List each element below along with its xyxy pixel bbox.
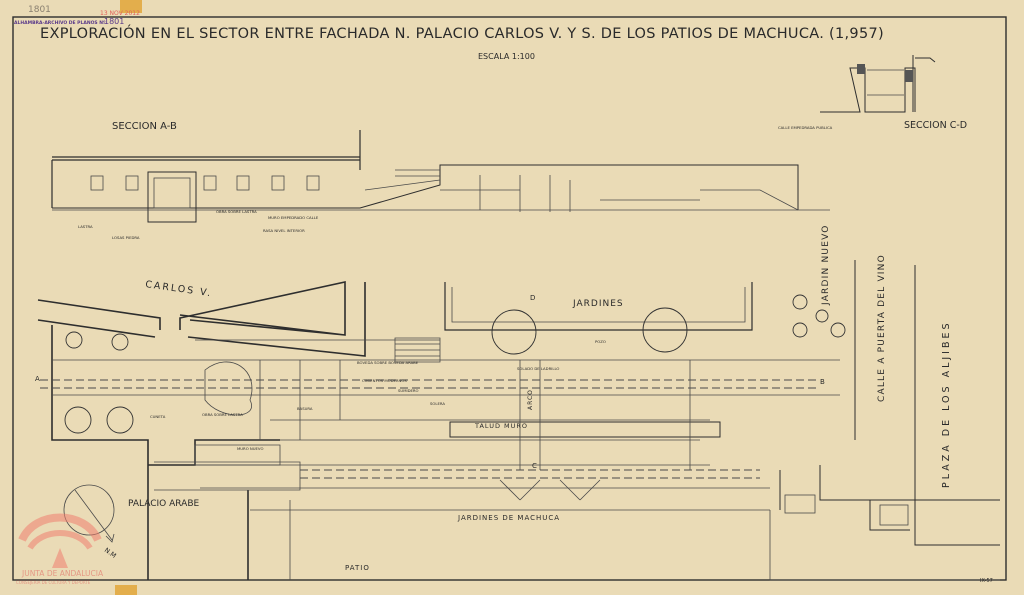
label-boveda: BOVEDA SOBRE BOVEDA ARABE [357, 360, 419, 365]
label-jardin-nuevo: JARDIN NUEVO [821, 224, 831, 306]
section-mark-c: C [532, 462, 537, 470]
section-cd-drawing [820, 55, 936, 113]
sheet-border [12, 16, 1007, 581]
label-rasa-nivel: RASA NIVEL INTERIOR [263, 228, 305, 233]
north-label: N.M [103, 546, 118, 560]
tape-bottom [115, 585, 137, 595]
section-ab-title: SECCION A-B [112, 121, 177, 132]
sheet-code: IX-57 [980, 578, 993, 584]
label-jardines: JARDINES [572, 299, 624, 309]
label-cimientos: CIMIENTOS MODERNOS [362, 378, 407, 383]
north-arrow-icon [63, 484, 115, 543]
label-muro-nuevo: MURO NUEVO [237, 446, 263, 451]
label-arco: ARCO [527, 389, 534, 410]
archive-stamp: ALHAMBRA-ARCHIVO DE PLANOS Nº [14, 20, 106, 26]
label-solera: SOLERA [430, 401, 445, 406]
label-calle-empedrada: CALLE EMPEDRADA PUBLICA [778, 125, 833, 130]
tape-top [120, 0, 142, 13]
label-muro-empedrado: MURO EMPEDRADO CALLE [268, 215, 319, 220]
label-palacio-arabe: PALACIO ARABE [128, 499, 199, 509]
label-talud-muro: TALUD MURO [474, 422, 528, 430]
section-mark-a: A [35, 375, 40, 383]
label-jardines-machuca: JARDINES DE MACHUCA [457, 514, 560, 522]
label-obra-sobre-lastra-plan: OBRA SOBRE LASTRA [202, 412, 243, 417]
label-losas-piedra: LOSAS PIEDRA [112, 235, 140, 240]
label-obra-sobre-lastra: OBRA SOBRE LASTRA [216, 209, 257, 214]
label-basura: BASURA [297, 406, 313, 411]
label-pozo: POZO [595, 339, 606, 344]
label-solado-ladrillo: SOLADO DE LADRILLO [517, 366, 559, 371]
section-cd-title: SECCION C-D [904, 120, 967, 131]
page-title: EXPLORACIÓN EN EL SECTOR ENTRE FACHADA N… [40, 24, 884, 42]
plan-walls [37, 260, 1000, 581]
label-calle-puerta-vino: CALLE A PUERTA DEL VINO [877, 254, 887, 402]
archive-number: 1801 [104, 17, 124, 26]
junta-andalucia-logo: JUNTA DE ANDALUCIA CONSEJERIA DE CULTURA… [16, 513, 104, 585]
label-cuneta: CUNETA [150, 414, 166, 419]
garden-trees [64, 294, 846, 434]
watermark-line1: JUNTA DE ANDALUCIA [21, 569, 104, 578]
date-stamp: 13 NOV 2012 [100, 10, 140, 17]
label-plaza-aljibes: PLAZA DE LOS ALJIBES [941, 320, 952, 488]
label-sumidero: SUMIDERO [398, 388, 419, 393]
section-mark-b: B [820, 378, 825, 386]
label-lastra: LASTRA [78, 224, 93, 229]
label-patio: PATIO [345, 564, 370, 572]
watermark-line2: CONSEJERIA DE CULTURA Y DEPORTE [16, 580, 91, 585]
label-carlos-v: CARLOS V. [145, 279, 213, 299]
pencil-number: 1801 [28, 5, 51, 15]
section-ab-drawing [51, 130, 830, 223]
scale-label: ESCALA 1:100 [478, 52, 535, 61]
section-mark-d: D [530, 294, 535, 302]
